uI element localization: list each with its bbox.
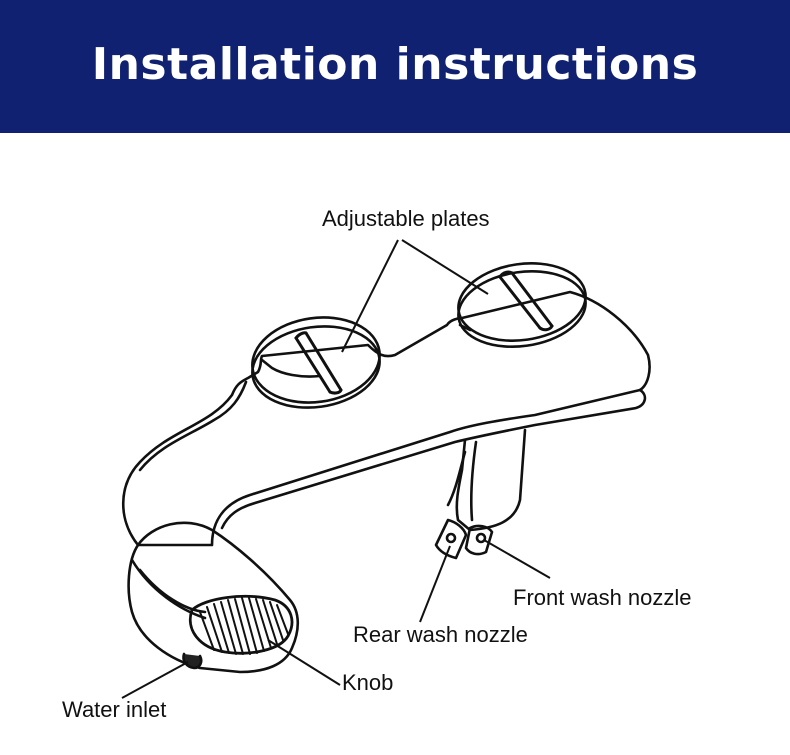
leader-knob	[267, 639, 341, 686]
water-inlet	[182, 652, 203, 670]
label-adjustable-plates: Adjustable plates	[322, 206, 490, 231]
rear-wash-nozzle	[434, 518, 468, 560]
leader-water-inlet	[121, 661, 189, 699]
page-title: Installation instructions	[91, 39, 699, 90]
nozzle-housing	[455, 428, 527, 532]
leader-front-wash-nozzle	[483, 539, 551, 579]
front-wash-nozzle	[464, 524, 494, 556]
adjustable-plate-right	[457, 262, 587, 342]
leader-adjustable-plates-left	[341, 239, 399, 353]
title-banner: Installation instructions	[0, 0, 790, 133]
knob-housing	[127, 521, 300, 674]
knob	[189, 594, 294, 655]
label-front-wash-nozzle: Front wash nozzle	[513, 585, 692, 610]
leader-adjustable-plates-right	[401, 239, 489, 295]
leader-rear-wash-nozzle	[419, 545, 451, 623]
bidet-body	[121, 290, 651, 547]
label-rear-wash-nozzle: Rear wash nozzle	[353, 622, 528, 647]
adjustable-plate-left	[251, 316, 381, 404]
label-water-inlet: Water inlet	[62, 697, 167, 722]
label-knob: Knob	[342, 670, 394, 695]
